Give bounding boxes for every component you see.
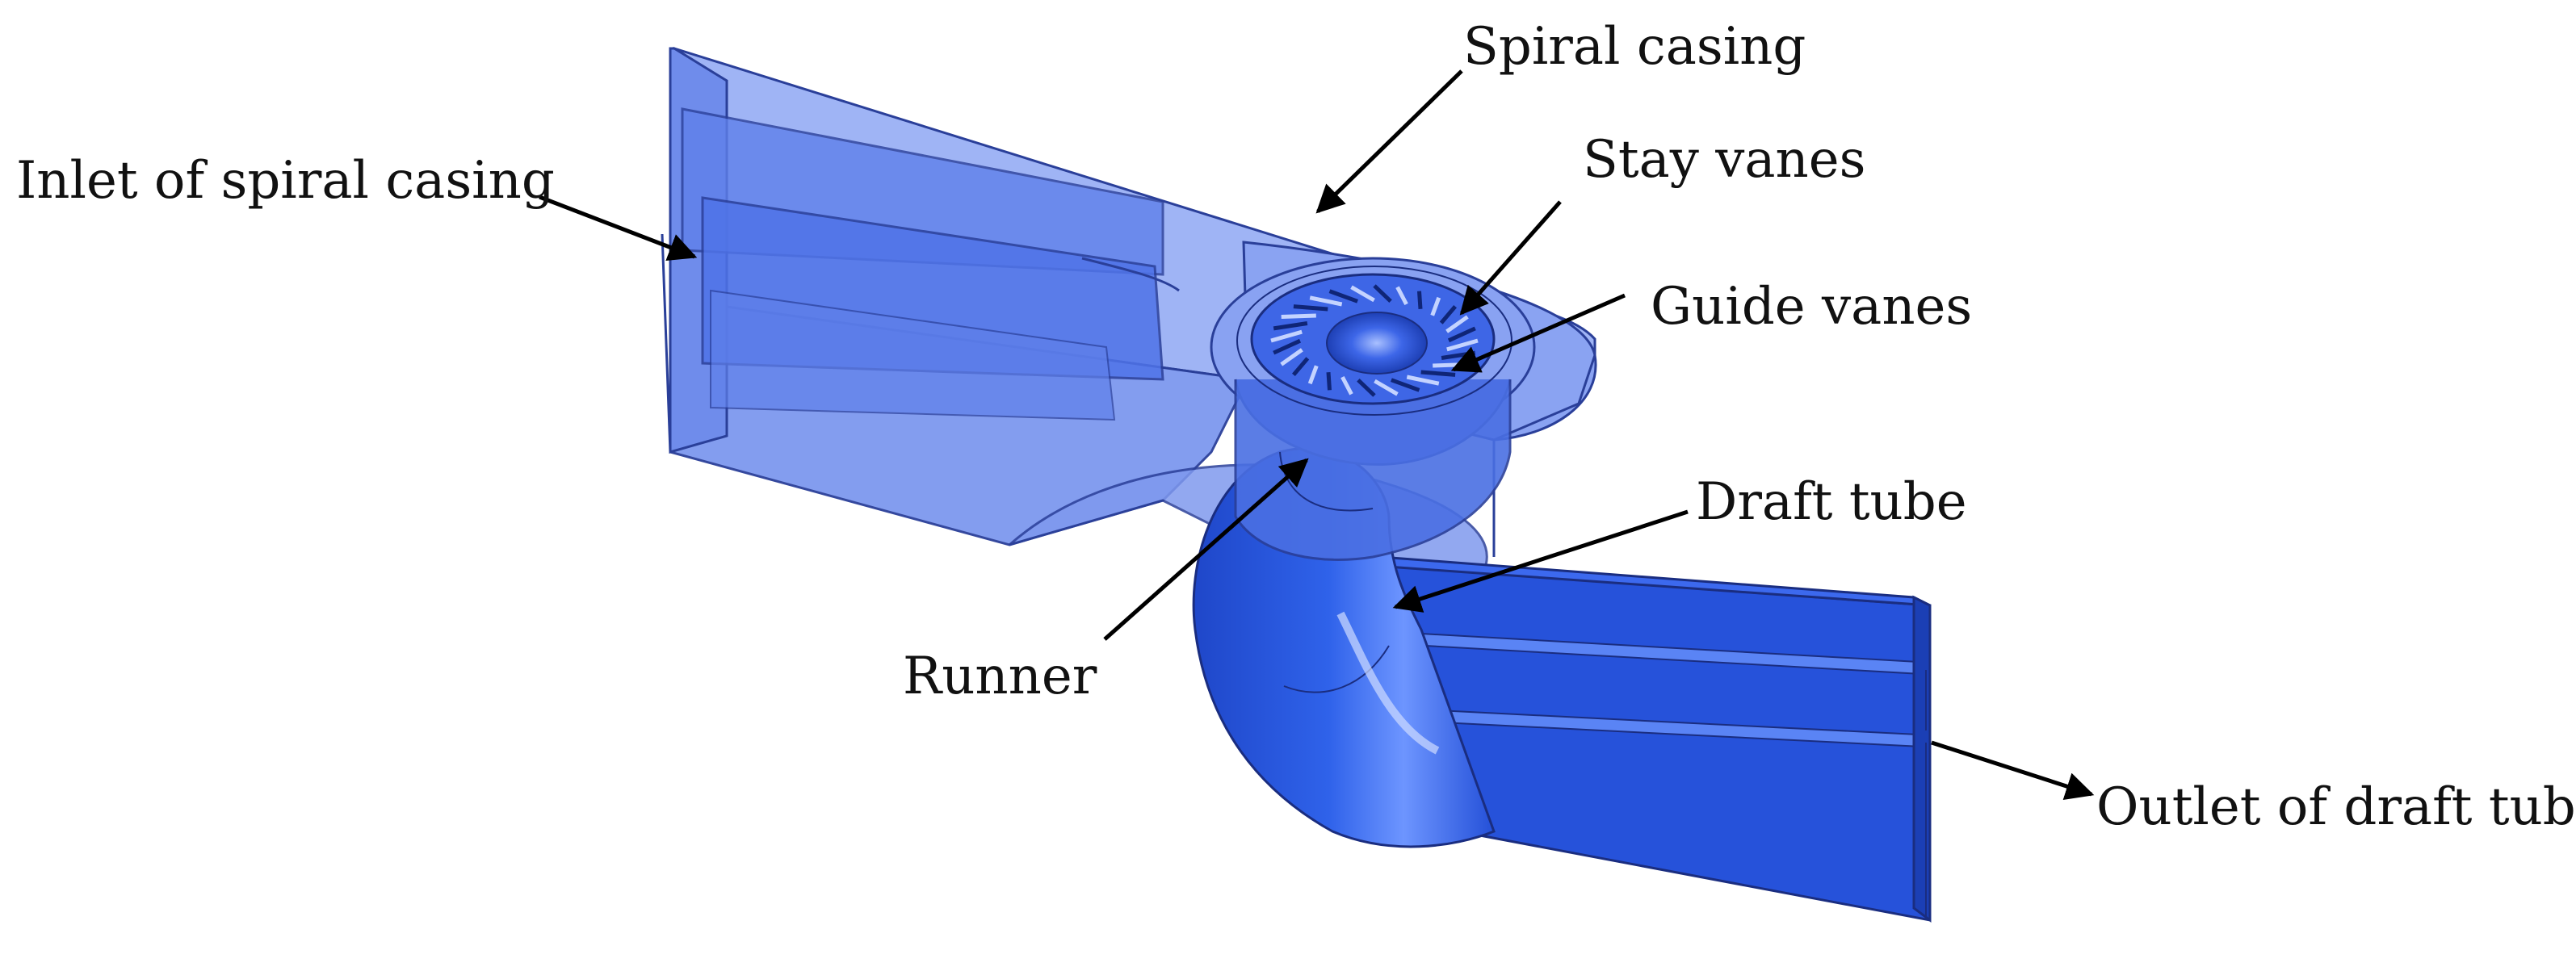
vane-blade — [1291, 357, 1310, 377]
arrow-spiral-casing — [1315, 69, 1463, 214]
vane-blade — [1445, 315, 1469, 333]
label-runner: Runner — [903, 647, 1097, 706]
vane-blade — [1307, 365, 1319, 385]
vane-blade — [1293, 304, 1328, 312]
vane-blade — [1328, 289, 1358, 303]
vane-blade — [1447, 326, 1476, 343]
arrow-stay-vanes — [1459, 200, 1562, 316]
label-spiral-casing: Spiral casing — [1463, 17, 1806, 77]
vane-blade — [1273, 321, 1308, 331]
arrow-inlet — [539, 195, 698, 262]
label-draft-tube: Draft tube — [1696, 472, 1967, 532]
vane-blade — [1357, 378, 1376, 397]
stay-vanes — [1236, 266, 1512, 416]
arrow-guide-vanes — [1450, 293, 1626, 373]
vane-blade — [1326, 372, 1332, 391]
vane-blade — [1309, 295, 1343, 307]
vane-blade — [1373, 284, 1392, 303]
runner-assembly — [1210, 257, 1536, 561]
vane-blade — [1439, 304, 1458, 324]
arrow-runner — [1103, 458, 1309, 641]
vane-blade — [1270, 329, 1303, 343]
vane-blade — [1280, 348, 1303, 366]
leader-arrows — [539, 69, 2095, 800]
vane-blade — [1430, 296, 1441, 316]
vane-blade — [1417, 291, 1423, 309]
arrow-outlet — [1931, 740, 2095, 800]
vane-blade — [1395, 286, 1408, 306]
vane-blade — [1340, 375, 1353, 396]
guide-vanes — [1236, 266, 1512, 416]
arrow-draft-tube — [1392, 509, 1689, 613]
vane-blade — [1281, 313, 1316, 319]
vane-blade — [1406, 375, 1440, 386]
vane-blade — [1350, 285, 1375, 303]
label-outlet-of-draft-tube: Outlet of draft tube — [2096, 777, 2576, 837]
label-stay-vanes: Stay vanes — [1583, 130, 1866, 190]
vane-blade — [1420, 370, 1456, 377]
vane-blade — [1374, 379, 1399, 396]
inlet-of-spiral-casing — [661, 107, 1180, 453]
vane-blade — [1391, 378, 1420, 392]
label-inlet-of-spiral-casing: Inlet of spiral casing — [16, 151, 555, 211]
vane-blade — [1273, 338, 1302, 355]
label-guide-vanes: Guide vanes — [1651, 277, 1973, 337]
